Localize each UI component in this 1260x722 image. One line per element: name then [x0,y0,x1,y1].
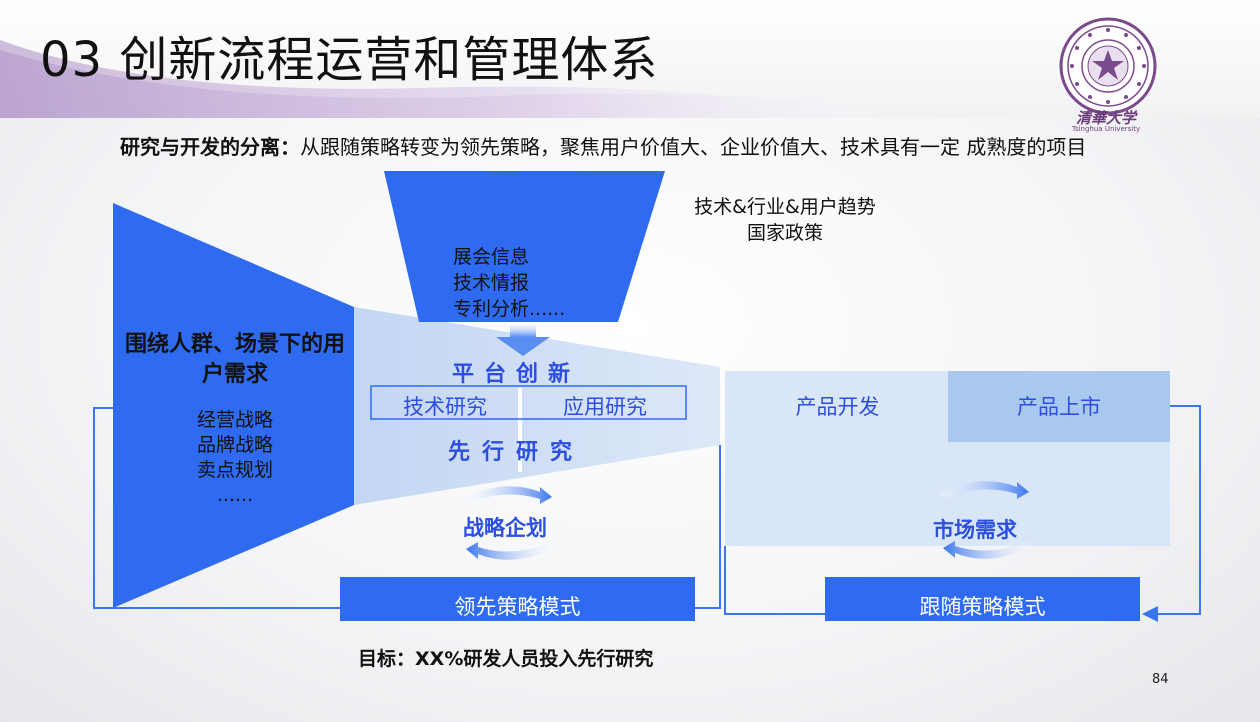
product-dev-label: 产品开发 [795,395,880,419]
tech-research-label: 技术研究 [403,395,487,419]
product-launch-label: 产品上市 [1017,395,1101,419]
strategy-list-item: 卖点规划 [196,459,273,481]
lead-mode-box [340,577,695,621]
trend-line-1: 技术&行业&用户趋势 [694,196,876,218]
funnel-inputs: 展会信息 技术情报 专利分析...... [453,244,565,322]
intro-paragraph: 研究与开发的分离：从跟随策略转变为领先策略，聚焦用户价值大、企业价值大、技术具有… [120,133,1160,162]
intro-lead: 研究与开发的分离： [120,135,300,159]
follow-mode-box [825,577,1140,621]
page-title: 03 创新流程运营和管理体系 [40,32,659,88]
market-cycle-icon [940,481,1032,559]
strategy-list-item: 经营战略 [196,409,273,431]
goal-text: 目标：XX%研发人员投入先行研究 [358,644,653,671]
funnel-item: 技术情报 [453,272,530,294]
goal-highlight: XX% [415,648,464,670]
down-arrow-icon [496,323,550,356]
funnel-item: 展会信息 [453,246,530,268]
strategy-list: 经营战略 品牌战略 卖点规划 ...... [115,408,355,508]
right-loop-connector [724,405,1201,615]
loop-arrowhead-icon [1142,606,1158,622]
funnel-item: 专利分析...... [453,298,566,320]
follow-mode-label: 跟随策略模式 [919,595,1046,619]
strategy-list-item: 品牌战略 [196,434,273,456]
title-wave [0,0,980,118]
strategy-cycle-icon [463,486,555,560]
market-demand-label: 市场需求 [933,518,1017,542]
goal-suffix: 研发人员投入先行研究 [463,648,654,670]
research-trapezoid [354,307,720,505]
platform-innovation-label: 平台创新 [452,362,581,387]
app-research-label: 应用研究 [563,395,647,419]
trend-text: 技术&行业&用户趋势 国家政策 [660,194,910,246]
university-logo-text: 清華大学 [1075,109,1136,127]
strategy-planning-label: 战略企划 [463,516,547,540]
trend-line-2: 国家政策 [746,222,823,244]
page-number: 84 [1152,672,1169,687]
product-launch-box [948,371,1170,442]
tsinghua-seal-icon [1059,17,1157,115]
strategy-list-item: ...... [216,484,254,506]
lead-mode-label: 领先策略模式 [454,595,581,619]
input-funnel [384,171,665,322]
user-needs-trapezoid [113,203,354,608]
left-loop-connector [93,407,721,609]
goal-prefix: 目标： [358,648,416,670]
research-frame [370,385,687,420]
university-logo-subtitle: Tsinghua University [1071,125,1141,133]
user-needs-heading: 围绕人群、场景下的用户需求 [124,332,345,387]
advance-research-label: 先行研究 [448,440,585,465]
intro-text: 从跟随策略转变为领先策略，聚焦用户价值大、企业价值大、技术具有一定 成熟度的项目 [300,135,1087,159]
